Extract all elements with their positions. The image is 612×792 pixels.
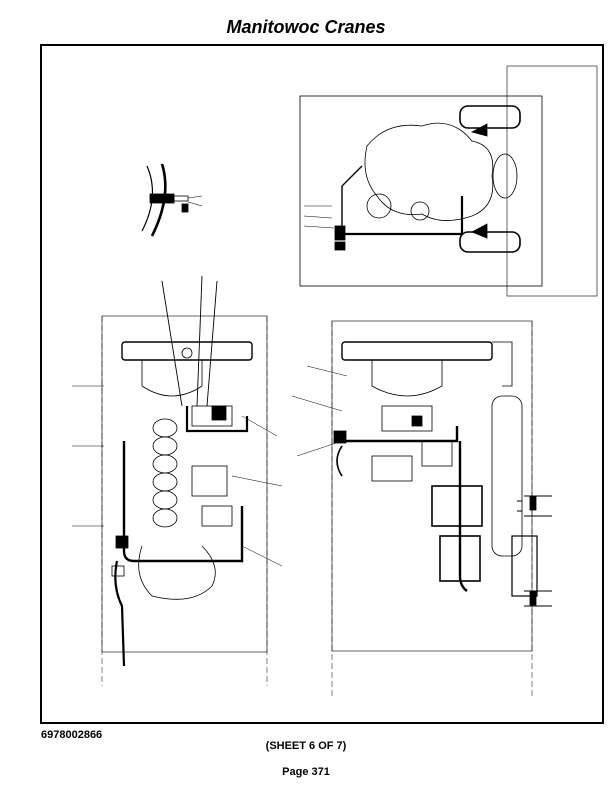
sheet-label: (SHEET 6 OF 7) xyxy=(265,740,347,752)
page-number: Page 371 xyxy=(282,766,330,778)
chassis-left-view xyxy=(72,275,283,686)
wiring-diagram xyxy=(72,65,598,696)
drawing-frame xyxy=(40,44,604,724)
connector-detail xyxy=(141,163,203,237)
chassis-right-view xyxy=(291,320,552,696)
engine-top-view xyxy=(299,65,598,297)
document-number: 6978002866 xyxy=(41,729,103,741)
page-title: Manitowoc Cranes xyxy=(226,17,386,37)
